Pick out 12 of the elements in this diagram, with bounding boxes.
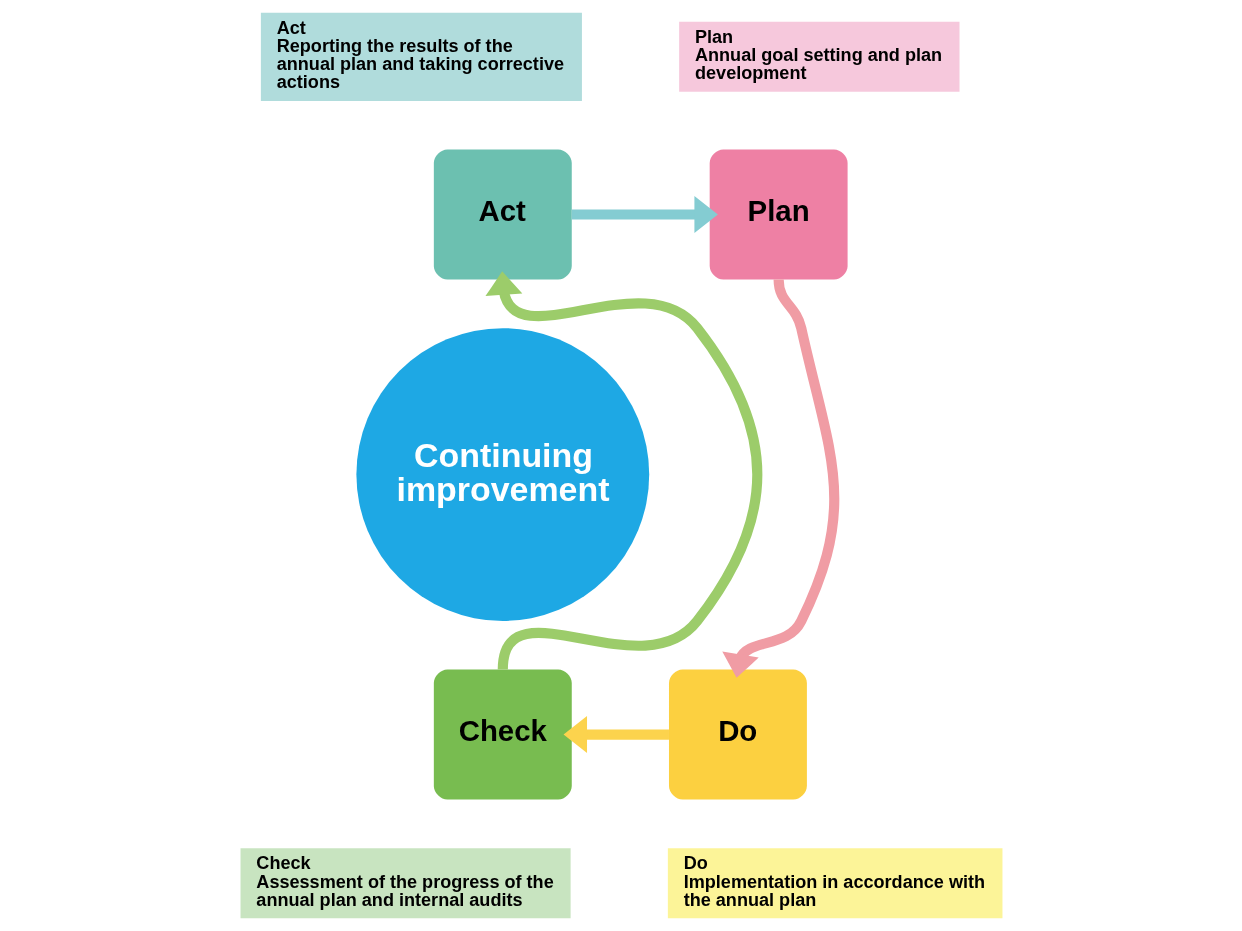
node-box: Act Reporting the results of the annual plan and taking corrective actions [260, 12, 582, 101]
node-box: Do Implementation in accordance with the annual plan [667, 848, 1002, 919]
node-circle: Continuing improvement [355, 328, 649, 621]
node-box: Plan Annual goal setting and plan development [678, 21, 959, 92]
node-box: Check Assessment of the progress of the annual plan and internal audits [240, 848, 571, 919]
arrow [721, 279, 839, 678]
node-box: Plan [709, 149, 848, 280]
node-box: Act [433, 149, 572, 280]
arrow [571, 196, 718, 233]
node-box: Check [433, 669, 572, 800]
arrow [563, 716, 669, 754]
node-box: Do [668, 669, 807, 800]
